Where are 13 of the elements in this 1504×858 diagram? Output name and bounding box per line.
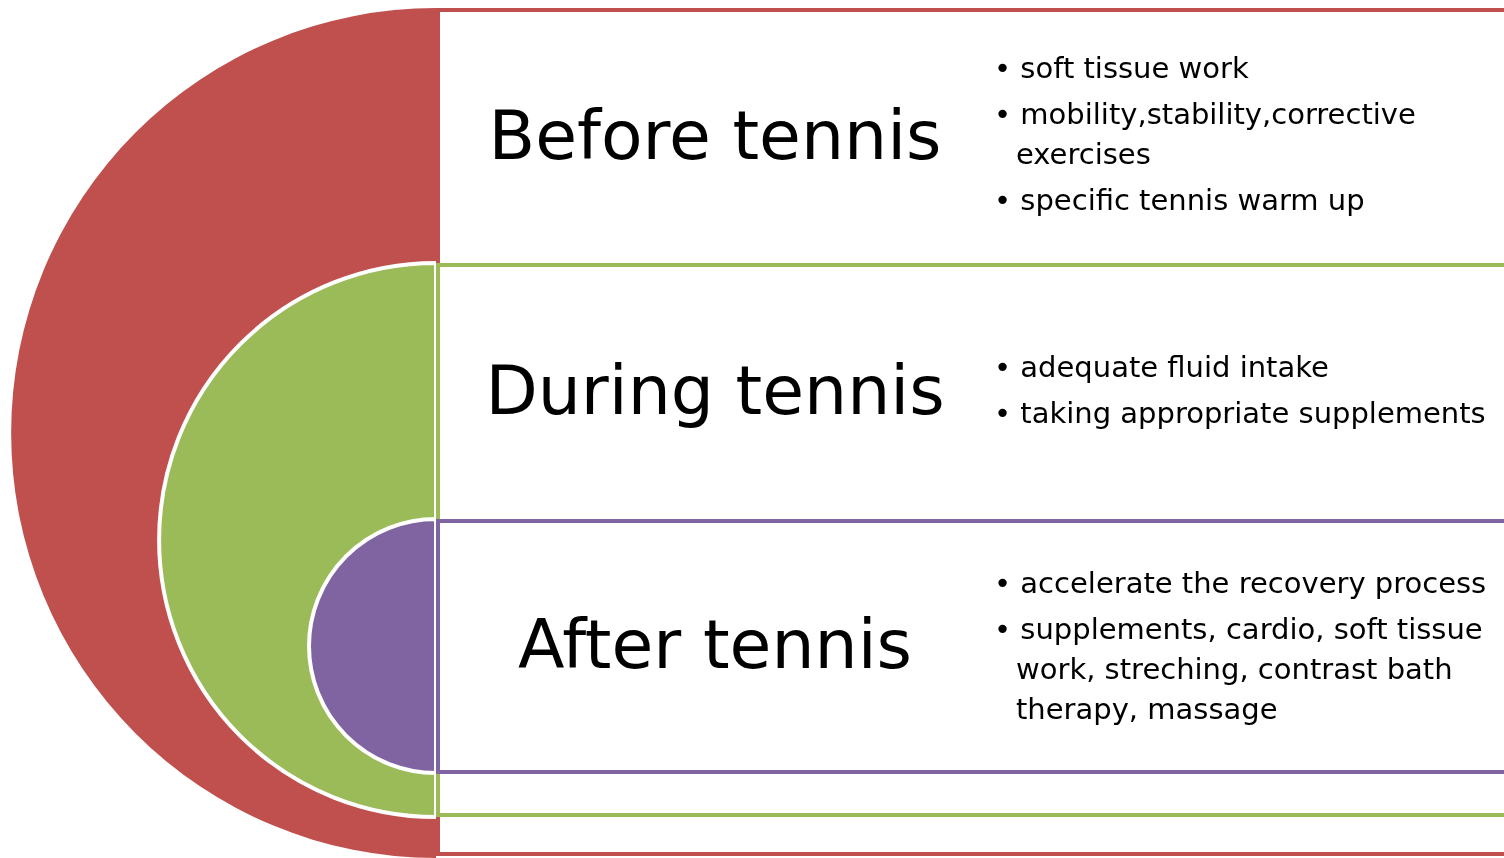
stage-panel [436,519,1504,774]
stage-panel [436,263,1504,817]
bullet-item: • mobility,stability,corrective exercises [994,96,1417,173]
stage-panel [436,8,1504,856]
stage-heading: Before tennis [487,95,943,176]
bullet-item: • specific tennis warm up [994,182,1366,219]
bullet-item: • supplements, cardio, soft tissue work, streching, contrast bath therapy, massage [994,611,1484,728]
bullet-item: • soft tissue work [994,50,1250,87]
stage-heading: During tennis [484,351,946,431]
bullet-item: • adequate fluid intake [994,349,1330,386]
bullet-item: • taking appropriate supplements [994,395,1487,432]
stage-heading: After tennis [517,604,913,685]
bullet-item: • accelerate the recovery process [994,565,1488,602]
